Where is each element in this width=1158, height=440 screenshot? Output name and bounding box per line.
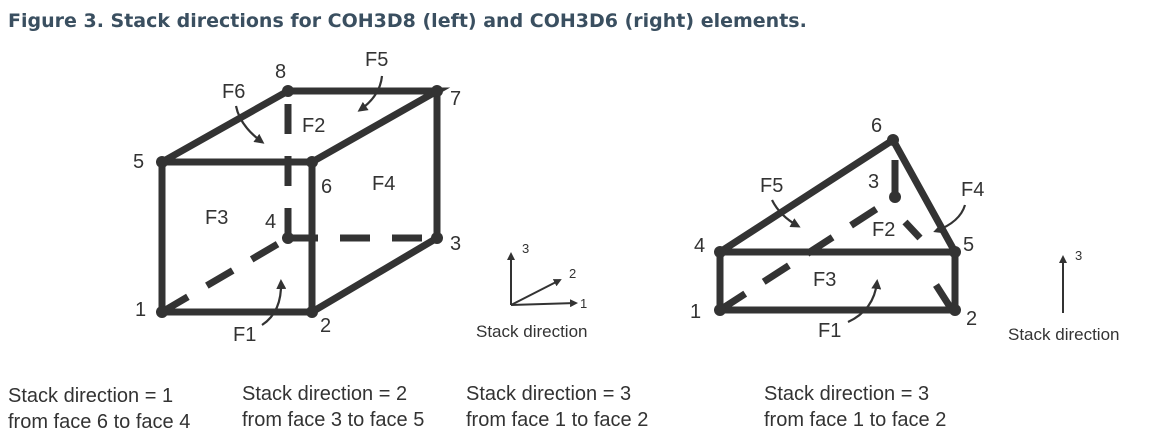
face-f6-arrow (234, 105, 265, 144)
node-label-4: 4 (694, 235, 705, 257)
face-label-f2: F2 (872, 219, 895, 241)
axis-1-arrow (510, 299, 578, 308)
node-label-8: 8 (275, 61, 286, 83)
node-6 (306, 156, 318, 168)
node-5 (156, 156, 168, 168)
face-label-f4: F4 (372, 173, 395, 195)
node-label-4: 4 (265, 211, 276, 233)
node-label-3: 3 (450, 233, 461, 255)
caption-2-line-2: from face 3 to face 5 (242, 409, 424, 431)
wedge-front-face-edges (716, 248, 959, 314)
caption-2-line-1: Stack direction = 2 (242, 383, 407, 405)
coh3d8-element: 1 2 3 4 5 6 7 8 F1 F2 F3 F4 F5 F6 (133, 49, 461, 346)
face-label-f5: F5 (365, 49, 388, 71)
node-6 (887, 134, 899, 146)
face-label-f6: F6 (222, 81, 245, 103)
face-f4-arrow (933, 204, 967, 234)
node-7 (431, 85, 443, 97)
node-1 (156, 306, 168, 318)
axis-2-arrow (510, 279, 562, 306)
node-2 (949, 304, 961, 316)
axis-label-3: 3 (522, 241, 529, 256)
face-label-f1: F1 (233, 324, 256, 346)
axis-triad-left: 3 2 1 Stack direction (476, 241, 588, 341)
node-4 (714, 246, 726, 258)
node-label-5: 5 (963, 234, 974, 256)
node-3 (431, 232, 443, 244)
face-label-f4: F4 (961, 179, 984, 201)
face-label-f3: F3 (205, 207, 228, 229)
node-label-6: 6 (321, 176, 332, 198)
caption-4-line-2: from face 1 to face 2 (764, 409, 946, 431)
caption-4-line-1: Stack direction = 3 (764, 383, 929, 405)
face-f5-arrow (357, 75, 384, 112)
caption-3-line-1: Stack direction = 3 (466, 383, 631, 405)
node-label-6: 6 (871, 115, 882, 137)
node-label-2: 2 (320, 315, 331, 337)
coh3d6-element: 1 2 3 4 5 6 F1 F2 F3 F4 F5 (690, 115, 984, 342)
face-f1-arrow (847, 279, 882, 323)
stack-direction-label-left: Stack direction (476, 322, 588, 341)
node-2 (306, 306, 318, 318)
hidden-edge-1-4 (160, 234, 290, 316)
node-1 (714, 304, 726, 316)
node-3 (889, 191, 901, 203)
captions: Stack direction = 1 from face 6 to face … (8, 383, 946, 433)
face-label-f3: F3 (813, 269, 836, 291)
node-label-5: 5 (133, 151, 144, 173)
face-label-f2: F2 (302, 115, 325, 137)
node-label-3: 3 (868, 171, 879, 193)
hidden-edge-3-2-end (933, 283, 955, 312)
caption-3-line-2: from face 1 to face 2 (466, 409, 648, 431)
face-label-f5: F5 (760, 175, 783, 197)
node-label-2: 2 (966, 308, 977, 330)
caption-1-line-2: from face 6 to face 4 (8, 411, 190, 433)
top-face-edges (158, 87, 451, 166)
node-label-1: 1 (690, 301, 701, 323)
axis-triad-right: 3 Stack direction (1008, 248, 1120, 344)
caption-1-line-1: Stack direction = 1 (8, 385, 173, 407)
hidden-edge-3-2-start (902, 219, 923, 241)
axis-label-1: 1 (580, 296, 587, 311)
axis-label-2: 2 (569, 266, 576, 281)
node-label-7: 7 (450, 88, 461, 110)
axis-label-3: 3 (1075, 248, 1082, 263)
face-f5-arrow (771, 199, 801, 228)
node-4 (282, 232, 294, 244)
figure-title: Figure 3. Stack directions for COH3D8 (l… (8, 10, 807, 32)
node-label-1: 1 (135, 299, 146, 321)
node-8 (282, 85, 294, 97)
face-label-f1: F1 (818, 320, 841, 342)
node-5 (949, 246, 961, 258)
face-f1-arrow (261, 279, 287, 326)
stack-direction-label-right: Stack direction (1008, 325, 1120, 344)
